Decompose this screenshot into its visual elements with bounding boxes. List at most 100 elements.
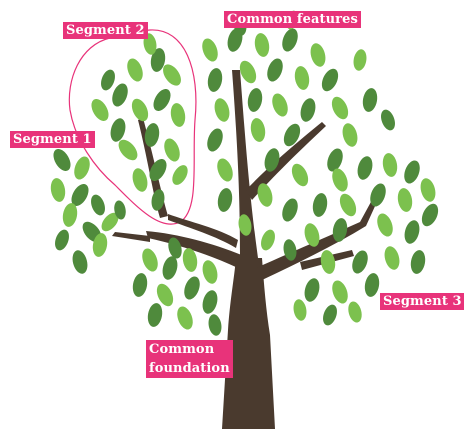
- leaf: [404, 160, 420, 184]
- leaf: [74, 156, 90, 180]
- leaf: [164, 138, 180, 162]
- segment-2-outline: [68, 29, 197, 225]
- leaf: [332, 168, 348, 192]
- leaf: [91, 99, 109, 121]
- leaf: [110, 118, 126, 142]
- leaf: [127, 58, 143, 82]
- leaf: [381, 109, 395, 131]
- leaf: [293, 299, 307, 321]
- leaf: [377, 213, 393, 237]
- leaf: [294, 66, 310, 90]
- leaf: [420, 178, 436, 202]
- leaf: [362, 88, 378, 112]
- leaf: [264, 148, 280, 172]
- leaf: [282, 28, 298, 52]
- leaf: [327, 148, 343, 172]
- leaf: [283, 239, 297, 261]
- leaf: [217, 158, 233, 182]
- leaf: [353, 49, 367, 71]
- leaf: [304, 223, 320, 247]
- leaf: [207, 68, 223, 92]
- leaf: [261, 229, 275, 251]
- leaf: [323, 304, 337, 326]
- leaf: [331, 96, 349, 120]
- leaf: [71, 184, 89, 206]
- leaf: [291, 163, 309, 187]
- leaf: [144, 123, 160, 147]
- label-segment-3: Segment 3: [380, 293, 464, 310]
- label-common-features: Common features: [224, 11, 361, 28]
- leaf: [156, 283, 174, 307]
- leaf: [151, 189, 165, 211]
- leaf: [272, 93, 288, 117]
- leaf: [254, 33, 270, 57]
- leaf: [150, 48, 166, 72]
- leaf: [239, 60, 257, 84]
- leaf: [257, 183, 273, 207]
- leaf: [348, 301, 362, 323]
- leaf: [250, 118, 266, 142]
- leaf: [382, 153, 398, 177]
- leaf: [357, 156, 373, 180]
- leaf: [352, 250, 368, 274]
- leaf: [132, 168, 148, 192]
- leaves: [50, 10, 439, 336]
- leaf: [339, 193, 357, 217]
- leaf: [238, 214, 252, 236]
- leaf: [131, 98, 149, 122]
- leaf: [162, 256, 178, 280]
- leaf: [182, 248, 198, 272]
- leaf: [321, 68, 339, 92]
- leaf: [397, 188, 413, 212]
- leaf: [410, 250, 426, 274]
- leaf: [202, 38, 218, 62]
- leaf: [320, 250, 336, 274]
- leaf: [112, 83, 128, 107]
- leaf: [247, 88, 263, 112]
- leaf: [267, 58, 283, 82]
- leaf: [101, 69, 115, 91]
- leaf: [147, 303, 163, 327]
- leaf: [168, 237, 182, 259]
- leaf: [170, 103, 186, 127]
- leaf: [142, 248, 158, 272]
- leaf: [202, 260, 218, 284]
- leaf: [364, 273, 380, 297]
- leaf: [55, 229, 69, 251]
- leaf: [282, 198, 298, 222]
- leaf: [202, 290, 218, 314]
- leaf: [153, 89, 171, 111]
- leaf: [332, 280, 348, 304]
- leaf: [208, 314, 222, 336]
- leaf: [184, 276, 200, 300]
- leaf: [214, 98, 230, 122]
- leaf: [332, 218, 348, 242]
- leaf: [132, 273, 148, 297]
- leaf: [72, 250, 88, 274]
- leaf: [310, 43, 326, 67]
- leaf: [62, 203, 78, 227]
- leaf: [50, 178, 66, 202]
- leaf: [163, 64, 181, 86]
- label-segment-2: Segment 2: [63, 22, 148, 39]
- leaf: [53, 149, 71, 171]
- leaf: [312, 193, 328, 217]
- leaf: [384, 246, 400, 270]
- leaf: [92, 233, 108, 257]
- label-common-foundation: Common foundation: [146, 340, 233, 378]
- leaf: [404, 220, 420, 244]
- leaf: [172, 165, 188, 185]
- leaf: [177, 306, 193, 330]
- leaf: [342, 123, 358, 147]
- leaf: [217, 188, 233, 212]
- leaf: [370, 183, 386, 207]
- leaf: [118, 139, 138, 161]
- leaf: [114, 200, 126, 220]
- leaf: [91, 194, 105, 216]
- leaf: [101, 212, 119, 232]
- leaf: [421, 203, 439, 227]
- leaf: [300, 98, 316, 122]
- label-segment-1: Segment 1: [10, 131, 95, 148]
- leaf: [304, 278, 320, 302]
